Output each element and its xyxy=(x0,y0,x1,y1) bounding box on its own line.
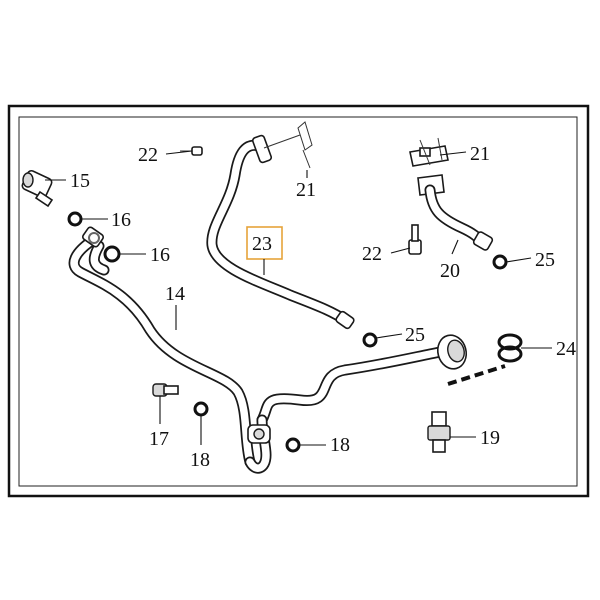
callout-15: 15 xyxy=(70,170,90,192)
o-ring-18a xyxy=(193,401,209,417)
callout-22a: 22 xyxy=(138,144,158,166)
callout-21a: 21 xyxy=(296,179,316,201)
callout-16b: 16 xyxy=(150,244,170,266)
hose-23-clamp xyxy=(251,134,301,164)
callout-18a: 18 xyxy=(190,449,210,471)
bolt-22-right xyxy=(408,224,422,255)
part-15-cap xyxy=(21,169,54,208)
callout-21b: 21 xyxy=(470,143,490,165)
o-ring-16a xyxy=(67,211,83,227)
bolt-17 xyxy=(152,383,179,397)
seal-24 xyxy=(497,333,523,363)
callout-24: 24 xyxy=(556,338,576,360)
hose-23 xyxy=(206,139,355,330)
callout-19: 19 xyxy=(480,427,500,449)
hose-14-connector-top xyxy=(81,226,105,248)
leader-lines xyxy=(45,150,552,446)
callout-20: 20 xyxy=(440,260,460,282)
bracket-21-right xyxy=(409,137,449,167)
pipe-20 xyxy=(417,174,494,251)
fitting-19 xyxy=(427,411,451,453)
callout-22b: 22 xyxy=(362,243,382,265)
hose-14-end-fitting xyxy=(436,334,468,370)
callout-16a: 16 xyxy=(111,209,131,231)
callout-18b: 18 xyxy=(330,434,350,456)
o-ring-18b xyxy=(285,437,301,453)
assembly-dash-line xyxy=(447,364,506,386)
bracket-21-left xyxy=(297,121,313,169)
callout-23: 23 xyxy=(252,233,272,255)
callout-25a: 25 xyxy=(405,324,425,346)
bolt-22-left xyxy=(180,146,203,156)
hose-14 xyxy=(68,234,446,474)
outer-frame xyxy=(7,104,590,498)
o-ring-25b xyxy=(492,254,508,270)
tee-fitting xyxy=(247,424,271,444)
inner-frame xyxy=(18,116,578,487)
o-ring-16b xyxy=(103,245,121,263)
callout-14: 14 xyxy=(165,283,185,305)
callout-25b: 25 xyxy=(535,249,555,271)
o-ring-25a xyxy=(362,332,378,348)
callout-17: 17 xyxy=(149,428,169,450)
